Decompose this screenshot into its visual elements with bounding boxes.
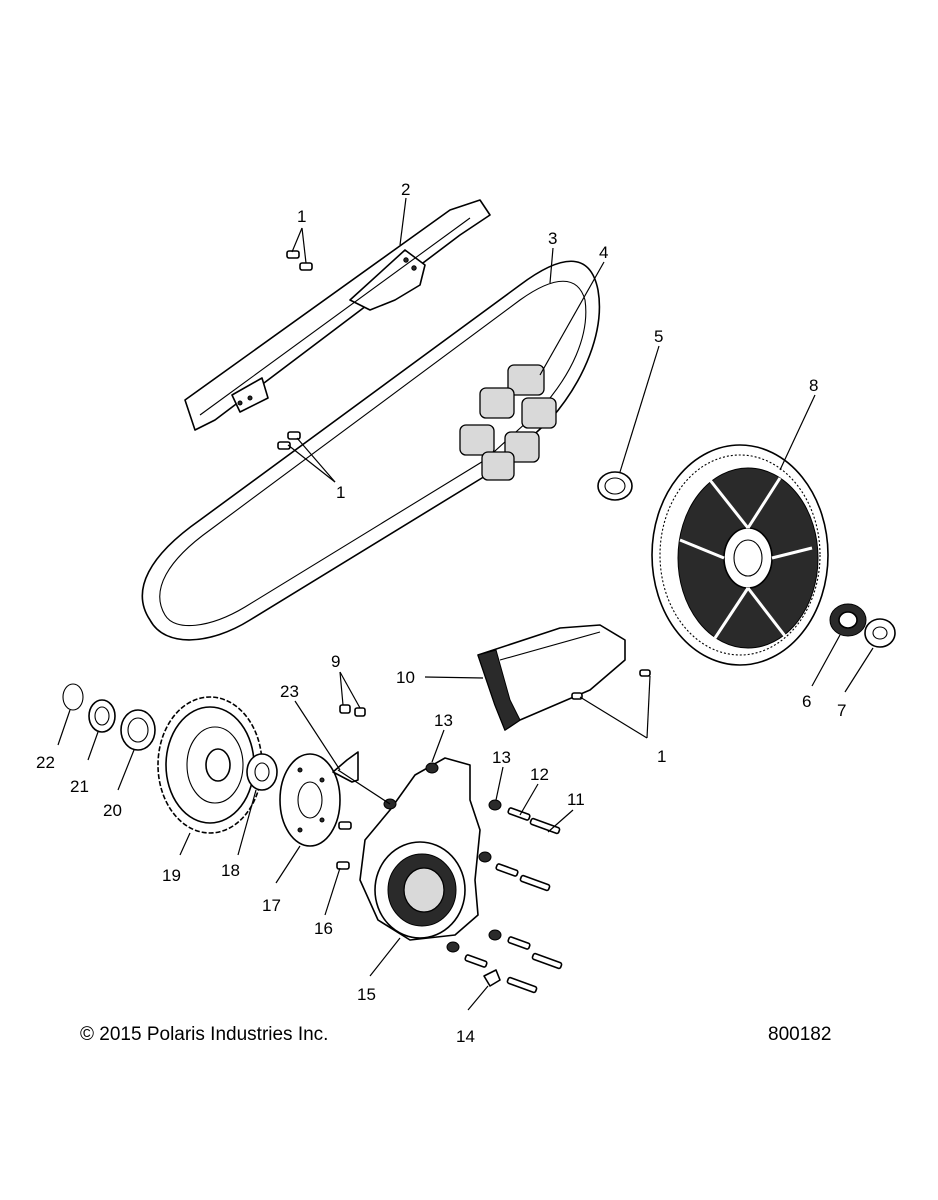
drive-belt xyxy=(141,260,601,641)
spacer-bushing xyxy=(597,471,633,501)
wheel-bearing xyxy=(829,603,867,637)
callout-labels: 1 2 3 4 5 1 8 10 9 23 13 13 12 11 22 21 … xyxy=(36,180,846,1046)
cover-bolts xyxy=(464,807,563,994)
callout-14: 14 xyxy=(456,1027,475,1046)
callout-1-lower: 1 xyxy=(657,747,666,766)
callout-20: 20 xyxy=(103,801,122,820)
bearing xyxy=(88,699,116,733)
front-sprocket xyxy=(157,696,263,834)
mounting-bracket xyxy=(332,751,359,783)
callout-15: 15 xyxy=(357,985,376,1004)
callout-13-right: 13 xyxy=(492,748,511,767)
callout-6: 6 xyxy=(802,692,811,711)
callout-2: 2 xyxy=(401,180,410,199)
bracket-screws xyxy=(339,704,366,717)
callout-10: 10 xyxy=(396,668,415,687)
callout-1-top: 1 xyxy=(297,207,306,226)
callout-7: 7 xyxy=(837,701,846,720)
rear-wheel-pulley xyxy=(651,444,829,666)
callout-3: 3 xyxy=(548,229,557,248)
callout-5: 5 xyxy=(654,327,663,346)
cover-nuts xyxy=(383,762,502,953)
sprocket-cover xyxy=(359,757,481,941)
callout-23: 23 xyxy=(280,682,299,701)
cush-drive-dampers xyxy=(459,364,557,481)
cover-clip xyxy=(483,969,501,987)
callout-8: 8 xyxy=(809,376,818,395)
upper-belt-guard xyxy=(184,199,491,431)
axle-nut xyxy=(864,618,896,648)
callout-11: 11 xyxy=(567,790,585,809)
lower-belt-guard xyxy=(477,624,651,731)
callout-9: 9 xyxy=(331,652,340,671)
callout-1-guard: 1 xyxy=(336,483,345,502)
callout-16: 16 xyxy=(314,919,333,938)
callout-19: 19 xyxy=(162,866,181,885)
callout-21: 21 xyxy=(70,777,89,796)
diagram-number: 800182 xyxy=(768,1024,832,1045)
lock-plate xyxy=(279,753,341,847)
callout-17: 17 xyxy=(262,896,281,915)
copyright-notice: © 2015 Polaris Industries Inc. xyxy=(80,1024,329,1045)
sprocket-nut xyxy=(246,753,278,791)
lock-plate-screws xyxy=(336,821,352,870)
retaining-ring xyxy=(62,683,84,711)
leader-lines xyxy=(57,197,874,1011)
callout-4: 4 xyxy=(599,243,608,262)
seal xyxy=(120,709,156,751)
callout-12: 12 xyxy=(530,765,549,784)
callout-18: 18 xyxy=(221,861,240,880)
callout-22: 22 xyxy=(36,753,55,772)
callout-13-left: 13 xyxy=(434,711,453,730)
